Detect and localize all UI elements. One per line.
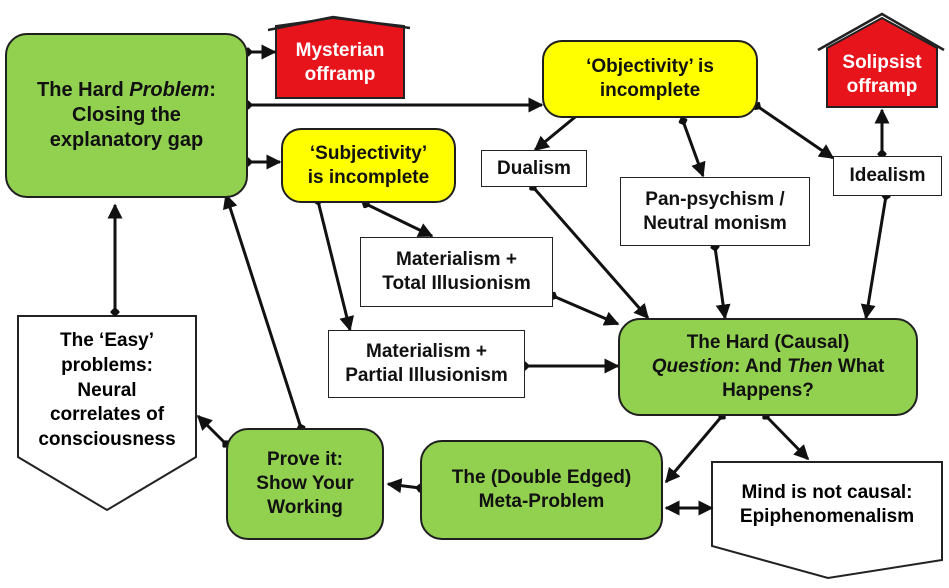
hard-problem-node: The Hard Problem: Closing the explanator… [5, 33, 248, 198]
epiphenomenalism-shape [711, 461, 943, 580]
edge-prove-it-to-hard-problem [226, 195, 301, 428]
edge-hard-question-to-meta-problem [664, 416, 722, 482]
solipsist-house-shape [826, 16, 938, 108]
subjectivity-line2: is incomplete [307, 166, 430, 188]
materialism-partial-line2: Partial Illusionism [345, 365, 508, 386]
panpsychism-line2: Neutral monism [643, 212, 787, 234]
hard-problem-em: Problem [129, 79, 210, 101]
edge-hard-question-to-epiphenomenalism [766, 416, 810, 459]
materialism-total-node: Materialism + Total Illusionism [360, 237, 553, 307]
panpsychism-line1: Pan-psychism / [645, 188, 785, 210]
edge-dualism-to-hard-question [533, 187, 650, 318]
prove-it-line1: Prove it: [266, 449, 344, 471]
hard-question-mid: : And [734, 356, 788, 378]
hard-question-then: Then [787, 356, 833, 378]
hard-problem-pre: The Hard [37, 79, 130, 101]
hard-question-q: Question [651, 356, 735, 378]
edge-objectivity-to-panpsychism [683, 121, 703, 176]
epiphenomenalism-node: Mind is not causal: Epiphenomenalism [712, 465, 942, 545]
mysterian-offramp: Mysterian offramp [276, 30, 404, 96]
mysterian-roof-line [267, 15, 411, 32]
meta-problem-line2: Meta-Problem [478, 491, 605, 512]
solipsist-offramp: Solipsist offramp [827, 44, 937, 106]
mysterian-line2: offramp [304, 64, 376, 85]
edge-meta-problem-to-prove-it [388, 484, 420, 488]
easy-problems-line4: correlates of [49, 404, 165, 426]
prove-it-line3: Working [267, 496, 343, 518]
easy-problems-line5: consciousness [38, 429, 176, 451]
solipsist-line2: offramp [846, 76, 918, 97]
subjectivity-line1: ‘Subjectivity’ [309, 142, 428, 164]
meta-problem-line1: The (Double Edged) [451, 467, 632, 489]
hard-problem-post: : [209, 79, 216, 101]
hard-problem-line2: Closing the [72, 104, 181, 126]
meta-problem-node: The (Double Edged) Meta-Problem [420, 440, 663, 540]
solipsist-line1: Solipsist [842, 52, 922, 74]
hard-problem-line3: explanatory gap [49, 129, 204, 151]
subjectivity-node: ‘Subjectivity’ is incomplete [281, 128, 456, 203]
epiphenomenalism-line1: Mind is not causal: [741, 482, 913, 504]
edge-subjectivity-to-materialism-partial [318, 201, 350, 330]
mysterian-line1: Mysterian [295, 40, 385, 62]
idealism-node: Idealism [833, 156, 942, 196]
epiphenomenalism-line2: Epiphenomenalism [739, 506, 915, 527]
edge-objectivity-to-dualism [535, 113, 580, 152]
objectivity-line2: incomplete [599, 80, 701, 101]
edge-materialism-total-to-hard-question [553, 296, 618, 324]
objectivity-node: ‘Objectivity’ is incomplete [542, 40, 758, 118]
edge-objectivity-to-idealism [757, 106, 833, 160]
easy-problems-line1: The ‘Easy’ [60, 330, 154, 352]
hard-question-post: What [832, 356, 885, 378]
solipsist-roof-line [817, 12, 945, 52]
edge-idealism-to-hard-question [866, 196, 886, 318]
dualism-text: Dualism [497, 157, 571, 179]
prove-it-node: Prove it: Show Your Working [226, 428, 384, 540]
edge-subjectivity-to-materialism-total [366, 204, 432, 238]
materialism-total-line2: Total Illusionism [382, 273, 531, 294]
easy-problems-node: The ‘Easy’ problems: Neural correlates o… [18, 320, 196, 462]
edge-prove-it-easy-problems [196, 414, 226, 444]
dualism-node: Dualism [481, 150, 587, 187]
idealism-text: Idealism [849, 165, 926, 187]
prove-it-line2: Show Your [256, 473, 354, 495]
materialism-total-line1: Materialism + [396, 249, 517, 271]
materialism-partial-line1: Materialism + [366, 341, 487, 363]
hard-question-line1: The Hard (Causal) [686, 332, 850, 354]
hard-question-node: The Hard (Causal) Question: And Then Wha… [618, 318, 918, 416]
easy-problems-shape [17, 315, 197, 512]
easy-problems-line2: problems: [61, 354, 153, 376]
easy-problems-line3: Neural [77, 379, 137, 401]
objectivity-line1: ‘Objectivity’ is [586, 56, 714, 78]
materialism-partial-node: Materialism + Partial Illusionism [328, 330, 525, 398]
hard-question-line3: Happens? [722, 379, 814, 401]
panpsychism-node: Pan-psychism / Neutral monism [620, 177, 810, 246]
edge-panpsychism-to-hard-question [715, 247, 725, 318]
